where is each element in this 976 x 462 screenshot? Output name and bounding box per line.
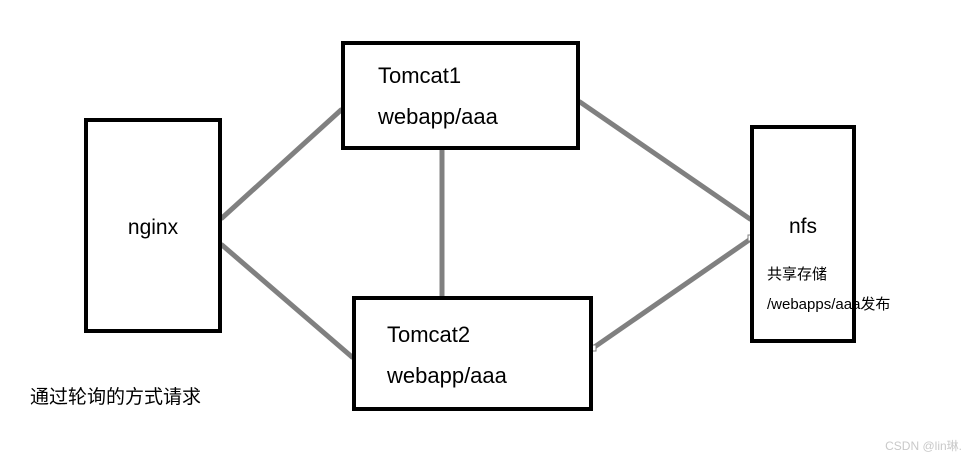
node-nginx[interactable]: nginx	[84, 118, 222, 333]
connector-nginx-to-tomcat2	[219, 242, 355, 360]
node-nginx-content: nginx	[88, 122, 218, 329]
node-tomcat2-path: webapp/aaa	[387, 363, 507, 388]
connector-nginx-to-tomcat1	[219, 107, 344, 221]
node-tomcat2[interactable]: Tomcat2 webapp/aaa	[352, 296, 593, 411]
node-tomcat2-title: Tomcat2	[387, 322, 471, 347]
node-tomcat1[interactable]: Tomcat1 webapp/aaa	[341, 41, 580, 150]
node-tomcat2-content: Tomcat2 webapp/aaa	[356, 300, 589, 407]
node-nfs-subtitle-path: /webapps/aaa发布	[767, 296, 891, 313]
node-nfs-label: nfs	[788, 215, 817, 238]
watermark: CSDN @lin琳.	[885, 439, 962, 453]
node-tomcat1-title: Tomcat1	[378, 63, 462, 88]
node-tomcat1-path: webapp/aaa	[378, 104, 498, 129]
node-nfs[interactable]: nfs 共享存储 /webapps/aaa发布	[750, 125, 890, 343]
connector-tomcat1-to-nfs	[577, 99, 753, 222]
node-nginx-label: nginx	[127, 216, 179, 239]
connector-tomcat2-to-nfs	[590, 235, 755, 351]
diagram-caption: 通过轮询的方式请求	[30, 387, 202, 408]
node-tomcat1-content: Tomcat1 webapp/aaa	[345, 45, 576, 146]
node-nfs-subtitle-storage: 共享存储	[767, 266, 828, 283]
node-nfs-content: nfs 共享存储 /webapps/aaa发布	[754, 129, 890, 339]
